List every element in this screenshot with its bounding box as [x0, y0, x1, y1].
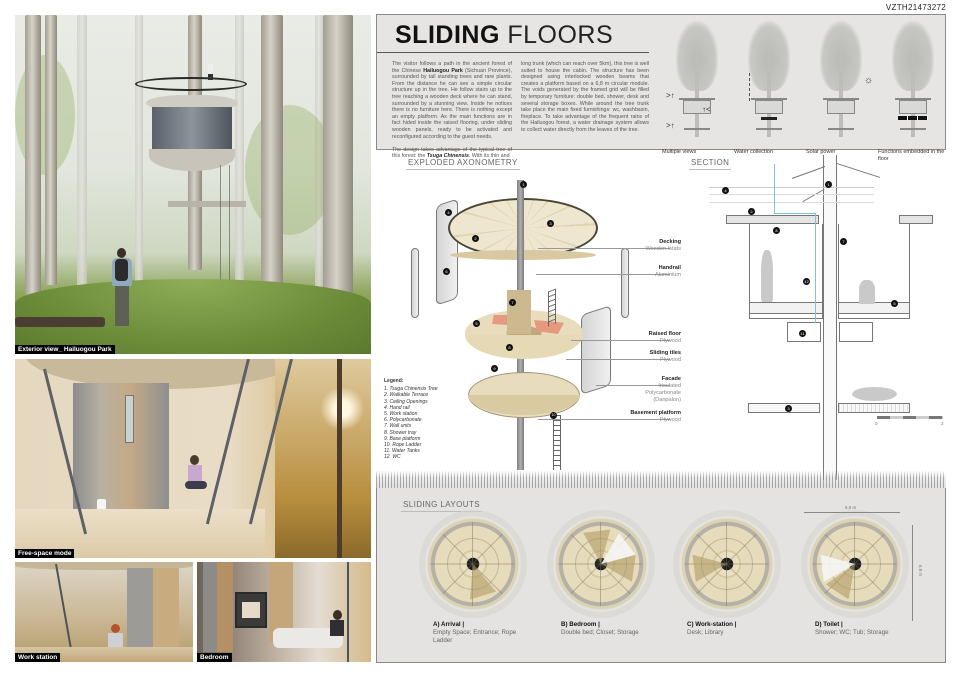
marker-6: 6: [443, 268, 450, 275]
sliding-layouts-panel: SLIDING LAYOUTS A) Arrival |Empty Space;…: [376, 488, 946, 663]
sun-icon: ☼: [864, 75, 874, 86]
title-divider: [377, 52, 649, 53]
marker-2: 2: [472, 235, 479, 242]
work-station-photo: Work station: [15, 562, 193, 662]
marker-9: 9: [491, 365, 498, 372]
photo-caption: Bedroom: [197, 653, 232, 662]
eye-arrow-icon: ↑<: [702, 105, 711, 114]
legend-item: 7. Wall units: [384, 423, 412, 430]
strategy-solar-power: ☼ Solar power: [806, 19, 876, 155]
layout-plan-bedroom: [553, 516, 649, 612]
layouts-title: SLIDING LAYOUTS: [401, 500, 482, 512]
scale-bar: [877, 416, 943, 419]
reclining-person-silhouette: [852, 387, 897, 401]
water-pipe-icon: [749, 73, 750, 101]
strategy-water-collection: Water collection: [734, 19, 804, 155]
eye-arrow-icon: >↑: [666, 121, 675, 130]
legend-item: 2. Walkable Terrace: [384, 392, 429, 399]
legend-item: 9. Base platform: [384, 435, 421, 442]
tree-trunk: [823, 155, 837, 480]
legend: Legend: 1. Tsuga Chinensis Tree 2. Walka…: [384, 378, 438, 461]
title-panel: SLIDING FLOORS The visitor follows a pat…: [376, 14, 948, 162]
layout-caption-arrival: A) Arrival |Empty Space; Entrance; Rope …: [433, 621, 517, 644]
intro-text-right: long trunk (which can reach over 5km), t…: [521, 61, 649, 133]
dimension-width-label: 6,8 m: [845, 505, 857, 510]
intro-text-left: The visitor follows a path in the ancien…: [392, 61, 512, 160]
layout-caption-work-station: C) Work-station |Desk; Library: [687, 621, 737, 636]
standing-person-silhouette: [761, 250, 773, 302]
base-platform-right: [838, 403, 910, 413]
facade-panel: [621, 248, 629, 318]
marker-4: 4: [445, 209, 452, 216]
legend-item: 12. WC: [384, 454, 401, 461]
room-left: [749, 224, 823, 319]
legend-item: 6. Polycarbonate: [384, 417, 422, 424]
room-right: [838, 224, 910, 319]
eye-arrow-icon: >↑: [666, 91, 675, 100]
exterior-view-photo: Exterior view_ Hailuogou Park: [15, 15, 371, 354]
legend-item: 11. Water Tanks: [384, 448, 420, 455]
marker-10: 10: [550, 412, 557, 419]
axonometry-title: EXPLODED AXONOMETRY: [406, 158, 520, 170]
dimension-line-height: [912, 525, 913, 621]
legend-item: 8. Shower tray: [384, 429, 417, 436]
sliding-tile: [492, 315, 510, 325]
layout-plan-arrival: [425, 516, 521, 612]
exploded-axonometry: EXPLODED AXONOMETRY 1 4 3 2 6 7 5 8 9 10…: [376, 150, 681, 480]
seated-person-silhouette: [859, 280, 875, 304]
roof-slab-left: [726, 215, 819, 224]
water-pipe: [774, 164, 775, 214]
layout-plan-work-station: [679, 516, 775, 612]
rope-ladder: [553, 415, 561, 470]
legend-item: 5. Work station: [384, 411, 418, 418]
photo-caption: Exterior view_ Hailuogou Park: [15, 345, 115, 354]
photo-caption: Work station: [15, 653, 61, 662]
section-title: SECTION: [688, 158, 732, 170]
project-code: VZTH21473272: [885, 3, 946, 12]
section-drawing: SECTION 1 4 2 8 7 12 5 11 3 0 2: [681, 150, 946, 480]
dimension-height-label: 6,8 m: [918, 564, 924, 577]
roof-slab-right: [899, 215, 933, 224]
dimension-line-width: [804, 512, 900, 513]
title-bold: SLIDING: [395, 21, 500, 49]
strategy-functions-in-floor: Functions embedded in the floor: [878, 19, 948, 162]
marker-7: 7: [509, 299, 516, 306]
marker-1: 1: [520, 181, 527, 188]
photo-caption: Free-space mode: [15, 549, 75, 558]
design-strategies: >↑ ↑< >↑ Multiple views Water collection…: [662, 15, 948, 162]
base-platform-left: [748, 403, 820, 413]
legend-item: 3. Ceiling Openings: [384, 398, 428, 405]
layout-caption-toilet: D) Toilet |Shower; WC; Tub; Storage: [815, 621, 889, 636]
free-space-mode-photo: Free-space mode: [15, 359, 371, 558]
strategy-multiple-views: >↑ ↑< >↑ Multiple views: [662, 19, 732, 155]
layout-caption-bedroom: B) Bedroom |Double bed; Closet; Storage: [561, 621, 639, 636]
sliding-tile: [534, 320, 564, 334]
facade-panel: [581, 305, 611, 395]
legend-item: 4. Hand rail: [384, 404, 410, 411]
wall-units-core: [507, 290, 531, 334]
water-tank-icon: [761, 117, 777, 120]
floor-slab-left: [749, 302, 823, 314]
marker-8: 8: [506, 344, 513, 351]
furniture-blocks-icon: [898, 116, 928, 120]
legend-item: 1. Tsuga Chinensis Tree: [384, 386, 438, 393]
grass-ground: [376, 470, 946, 492]
title-light: FLOORS: [507, 21, 614, 49]
page-title: SLIDING FLOORS: [395, 21, 613, 50]
facade-panel: [411, 248, 419, 318]
legend-item: 10. Rope Ladder: [384, 442, 422, 449]
bedroom-photo: Bedroom: [197, 562, 371, 662]
marker-3: 3: [547, 220, 554, 227]
marker-5: 5: [473, 320, 480, 327]
layout-plan-toilet: [807, 516, 903, 612]
